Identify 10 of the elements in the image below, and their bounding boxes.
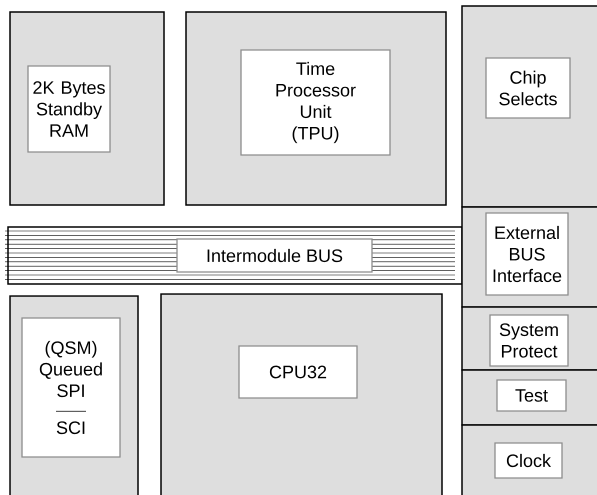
label-box: CPU32 xyxy=(238,345,358,399)
label-box: Test xyxy=(496,379,567,412)
label-box: Time Processor Unit (TPU) xyxy=(240,49,391,156)
label-box: External BUS Interface xyxy=(485,212,569,296)
label-box: Chip Selects xyxy=(485,57,571,119)
label-box: System Protect xyxy=(489,314,569,367)
label-box: 2K Bytes Standby RAM xyxy=(27,65,111,153)
label-box: Clock xyxy=(494,442,563,479)
label-box: (QSM) Queued SPI SCI xyxy=(21,317,121,458)
label-box: Intermodule BUS xyxy=(176,238,373,273)
